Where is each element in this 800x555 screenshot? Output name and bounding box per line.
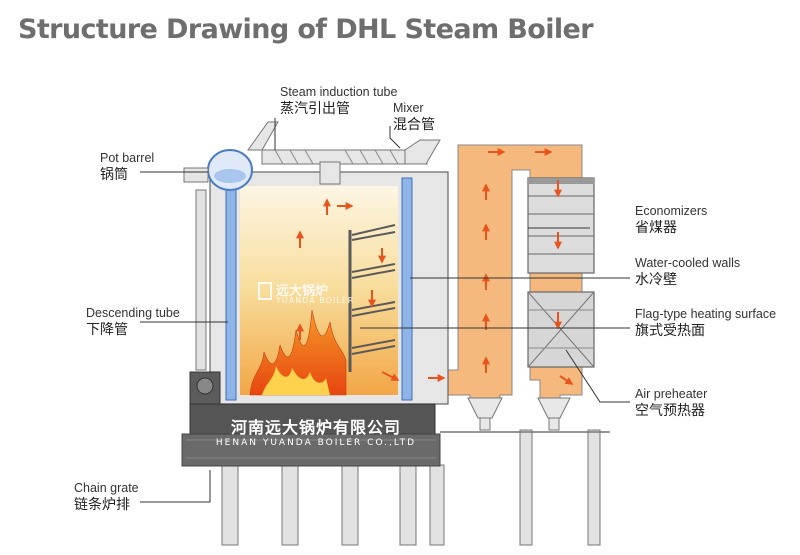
logo-mark-icon [258, 282, 272, 300]
label-air-preheater: Air preheater 空气预热器 [635, 387, 708, 419]
grate-frame [189, 403, 436, 435]
grate-base [181, 433, 441, 467]
company-name-en: HENAN YUANDA BOILER CO.,LTD [215, 438, 417, 448]
flow-arrows [296, 148, 574, 385]
support-legs [195, 189, 601, 546]
logo-text: 远大锅炉 [276, 284, 329, 299]
ash-hoppers [467, 397, 571, 431]
tube-hatching [274, 149, 399, 165]
water-wall-left [225, 177, 237, 401]
furnace-flames [249, 309, 347, 396]
label-economizers: Economizers 省煤器 [635, 204, 708, 236]
water-wall-right [401, 177, 413, 401]
economizer-block [527, 177, 595, 274]
label-flag-heating-surface: Flag-type heating surface 旗式受热面 [635, 307, 777, 339]
steam-induction-tube [247, 121, 441, 185]
company-name-cn: 河南远大锅炉有限公司 [230, 418, 401, 437]
page-title: Structure Drawing of DHL Steam Boiler [18, 14, 594, 45]
label-pot-barrel: Pot barrel 锅筒 [100, 151, 155, 183]
logo-sub: YUANDA BOILER [276, 296, 355, 305]
coal-feeder [189, 371, 221, 405]
label-mixer: Mixer 混合管 [393, 101, 435, 133]
label-chain-grate: Chain grate 链条炉排 [74, 481, 139, 513]
label-water-cooled-walls: Water-cooled walls 水冷壁 [635, 256, 741, 288]
pot-barrel-drum [207, 149, 253, 191]
watermark-logo: 远大锅炉 YUANDA BOILER [258, 280, 353, 310]
company-watermark: 河南远大锅炉有限公司 HENAN YUANDA BOILER CO.,LTD [206, 414, 426, 448]
leader-lines [140, 118, 630, 503]
flag-heating-surface [348, 224, 396, 372]
label-descending-tube: Descending tube 下降管 [86, 306, 180, 338]
air-preheater-block [527, 291, 595, 368]
label-steam-induction-tube: Steam induction tube 蒸汽引出管 [280, 85, 398, 117]
